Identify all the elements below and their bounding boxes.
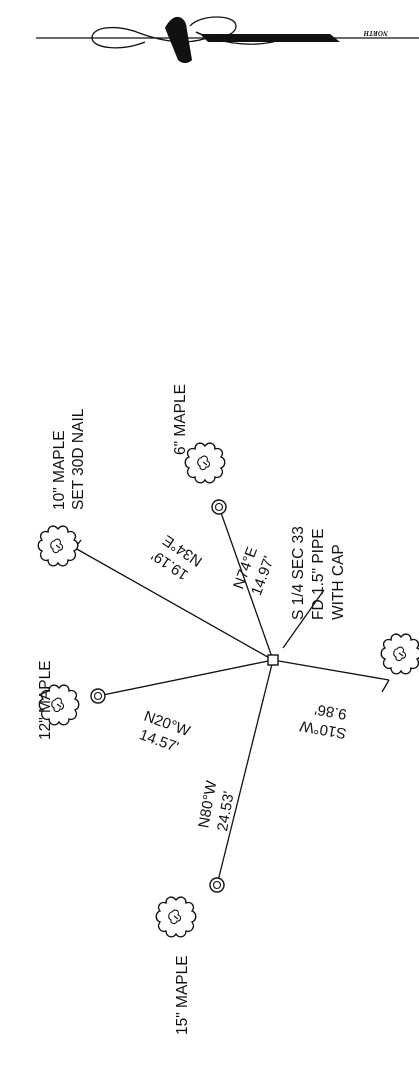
tree-icon-10in bbox=[37, 525, 79, 567]
tie-line-12in bbox=[97, 659, 274, 697]
bearing-south-distance: 9.86' bbox=[313, 700, 348, 722]
tree-marker-12in bbox=[90, 688, 106, 704]
monument-label: S 1/4 SEC 33 FD 1.5" PIPE WITH CAP bbox=[290, 526, 347, 620]
bearing-15in-distance: 24.53' bbox=[214, 790, 238, 833]
tree-icon-6in bbox=[184, 442, 226, 484]
svg-text:15" MAPLE: 15" MAPLE bbox=[174, 955, 191, 1035]
bearing-12in: N20°W 14.57' bbox=[137, 708, 193, 756]
svg-text:6" MAPLE: 6" MAPLE bbox=[172, 384, 189, 455]
tree-label-10in-size: 10" MAPLE bbox=[51, 430, 68, 510]
monument-line-2: FD 1.5" PIPE bbox=[310, 528, 327, 620]
north-arrow-head bbox=[200, 34, 340, 42]
bearing-15in: N80°W 24.53' bbox=[195, 779, 238, 833]
tree-label-10in: 10" MAPLE SET 30D NAIL bbox=[51, 408, 87, 510]
tie-line-6in bbox=[218, 506, 274, 661]
tie-lines bbox=[74, 506, 390, 886]
bearing-south: 9.86' S10°W bbox=[298, 700, 348, 742]
tie-line-15in bbox=[216, 659, 274, 886]
north-arrow-flourish-right bbox=[189, 16, 281, 45]
bearing-6in: N74°E 14.97' bbox=[230, 545, 278, 598]
monument-line-1: S 1/4 SEC 33 bbox=[290, 526, 307, 620]
tree-label-15in: 15" MAPLE bbox=[174, 955, 191, 1035]
monument-symbol bbox=[267, 654, 279, 666]
tie-line-south bbox=[272, 659, 390, 681]
bearing-10in: 19.19' N34°E bbox=[148, 531, 205, 583]
tree-markers bbox=[90, 499, 227, 893]
tree-label-10in-nail: SET 30D NAIL bbox=[70, 408, 87, 510]
tree-label-6in: 6" MAPLE bbox=[172, 384, 189, 455]
tree-icon-south bbox=[380, 633, 419, 675]
tie-line-10in bbox=[74, 547, 274, 661]
nail-tick-south bbox=[381, 679, 390, 693]
tree-icon-15in bbox=[155, 896, 197, 938]
north-label: NORTH bbox=[363, 29, 389, 37]
monument-leader bbox=[282, 589, 325, 649]
tree-marker-6in bbox=[211, 499, 227, 515]
north-arrow: NORTH bbox=[36, 16, 419, 63]
monument-line-3: WITH CAP bbox=[330, 544, 347, 620]
tree-marker-15in bbox=[209, 877, 225, 893]
north-arrow-ornament bbox=[165, 16, 192, 63]
svg-text:12" MAPLE: 12" MAPLE bbox=[37, 660, 54, 740]
tree-label-12in: 12" MAPLE bbox=[37, 660, 54, 740]
